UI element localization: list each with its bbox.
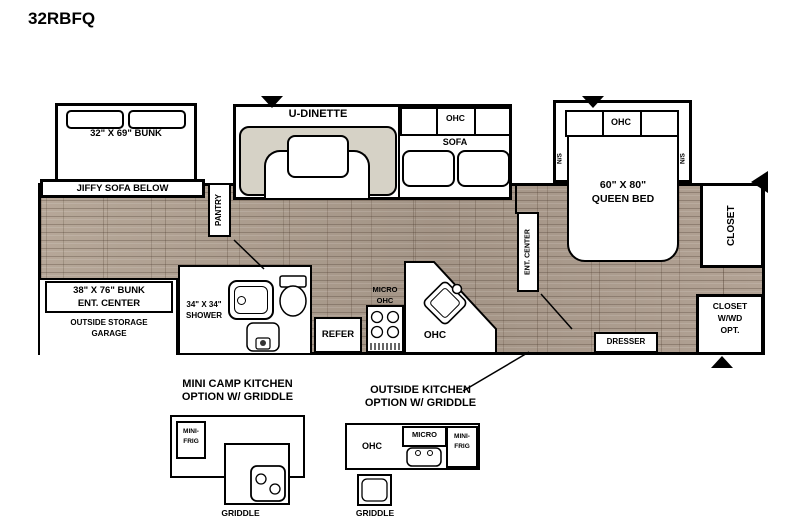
dresser [594,332,658,353]
mini-camp-griddle-label: GRIDDLE [221,507,260,518]
dinette-table [287,135,349,178]
mini-camp-minifrig-label-line1: MINI- [183,427,199,435]
bathroom-faucet-dot-icon [260,340,266,346]
sofa-cushion [402,150,455,187]
ohc-divider [474,109,476,134]
ohc-divider [640,112,642,135]
griddle-burner-icon [255,473,267,485]
bunk-top-label: 32" X 69" BUNK [90,127,162,139]
outside-kitchen-minifrig-label-line2: FRIG [454,442,470,450]
closet-wwd-label-line2: W/WD [717,312,743,323]
outside-faucet-icon [415,450,421,456]
ohc-divider [436,109,438,134]
pillow-icon [128,110,186,129]
entry-marker-icon [261,96,283,108]
griddle-burner-icon [269,483,281,495]
jiffy-sofa-strip [40,179,205,198]
jiffy-sofa-label: JIFFY SOFA BELOW [76,182,169,194]
mini-camp-title-line2: OPTION W/ GRIDDLE [181,390,294,403]
shower-pan [228,280,274,320]
outside-sink-icon [406,447,442,467]
sofa-cushion [457,150,510,187]
dinette-label: U-DINETTE [288,108,348,121]
storage-label-line2: GARAGE [91,329,127,339]
pantry-label: PANTRY [213,194,223,226]
bunk-bottom-size-label: 38" X 76" BUNK [73,284,145,296]
outside-kitchen-minifrig-label-line1: MINI- [454,432,470,440]
outside-kitchen-title-line2: OPTION W/ GRIDDLE [364,396,477,409]
stove-burner-icon [386,310,400,324]
storage-label-line1: OUTSIDE STORAGE [70,318,148,328]
entry-marker-icon [711,356,733,368]
outside-kitchen-griddle-label: GRIDDLE [355,507,395,518]
outside-kitchen-minifrig [446,426,478,468]
door-swing-line [233,239,265,270]
toilet-icon [279,285,307,317]
model-title: 32RBFQ [28,9,96,29]
micro-ohc-label: OHC [376,295,394,305]
stove-burner-icon [370,325,384,339]
bathroom-sink-icon [246,322,280,352]
mini-camp-title-line1: MINI CAMP KITCHEN [182,377,293,390]
outside-kitchen-title-line1: OUTSIDE KITCHEN [370,383,471,396]
ent-center-cabinet [517,212,539,292]
outside-faucet-icon [427,450,433,456]
sofa-ohc-cabinet [400,107,511,136]
dresser-label: DRESSER [606,337,646,347]
shower-pan-inner [234,286,268,314]
stove-burner-icon [370,310,384,324]
pillow-icon [66,110,124,129]
ent-center-label: ENT. CENTER [524,229,532,275]
bedroom-ohc-label: OHC [611,116,631,127]
closet [700,183,764,268]
closet-wwd-label-line3: OPT. [720,324,740,335]
sofa-ohc-label: OHC [446,112,465,123]
queen-bed [567,135,679,262]
micro-label: MICRO [372,284,398,294]
mini-camp-minifrig [176,421,206,459]
outside-kitchen-ohc-label: OHC [362,440,382,451]
closet-wwd [696,294,764,355]
entry-marker-icon [751,171,768,193]
sofa-divider-wall [398,107,400,200]
kitchen-faucet-icon [451,283,463,295]
pantry-cabinet [208,183,231,237]
griddle-icon [361,478,388,502]
griddle-icon [250,465,286,502]
sofa-label: SOFA [442,136,468,147]
door-swing-line [540,293,573,330]
garage-bunk-box [45,281,173,313]
shower-size-label: 34" X 34" [186,300,222,310]
shower-drain-icon [237,296,246,305]
refrigerator [314,317,362,353]
ohc-divider [602,112,604,135]
nightstand-left-label: N/S [556,153,564,165]
callout-line [462,351,530,392]
refer-label: REFER [321,329,355,341]
outside-kitchen-micro-label: MICRO [412,430,437,440]
stove-vent-icon [370,343,400,350]
closet-label: CLOSET [725,205,737,246]
mini-camp-minifrig-label-line2: FRIG [183,437,199,445]
closet-wwd-label-line1: CLOSET [712,300,748,311]
entry-marker-icon [582,96,604,108]
queen-size-label: 60" X 80" [599,179,647,192]
queen-bed-label: QUEEN BED [591,193,655,206]
bunk-bottom-label: ENT. CENTER [77,297,141,309]
stove-burner-icon [386,325,400,339]
kitchen-ohc-label: OHC [423,330,447,342]
wall-stub [515,183,517,214]
shower-label: SHOWER [186,311,222,321]
nightstand-right-label: N/S [679,153,687,165]
